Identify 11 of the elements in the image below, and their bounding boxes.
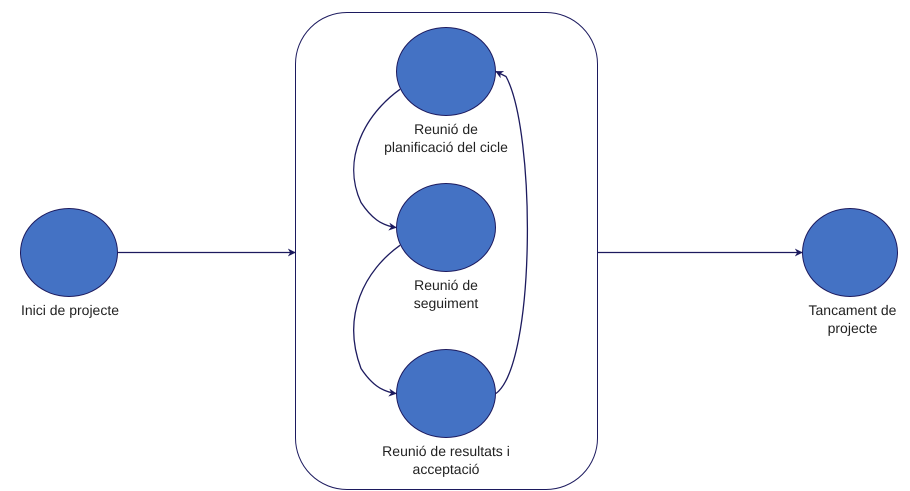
group-container [295, 12, 598, 490]
arrow [495, 70, 528, 394]
node-label: Reunió de planificació del cicle [383, 120, 509, 156]
arrow [353, 88, 400, 230]
node-label: Tancament de projecte [808, 301, 898, 337]
node-label: Inici de projecte [20, 301, 120, 319]
node-label: Reunió de resultats i acceptació [381, 442, 511, 478]
arrow [353, 244, 400, 396]
arrow [118, 248, 296, 256]
node-label: Reunió de seguiment [412, 276, 480, 312]
arrow [598, 248, 803, 256]
